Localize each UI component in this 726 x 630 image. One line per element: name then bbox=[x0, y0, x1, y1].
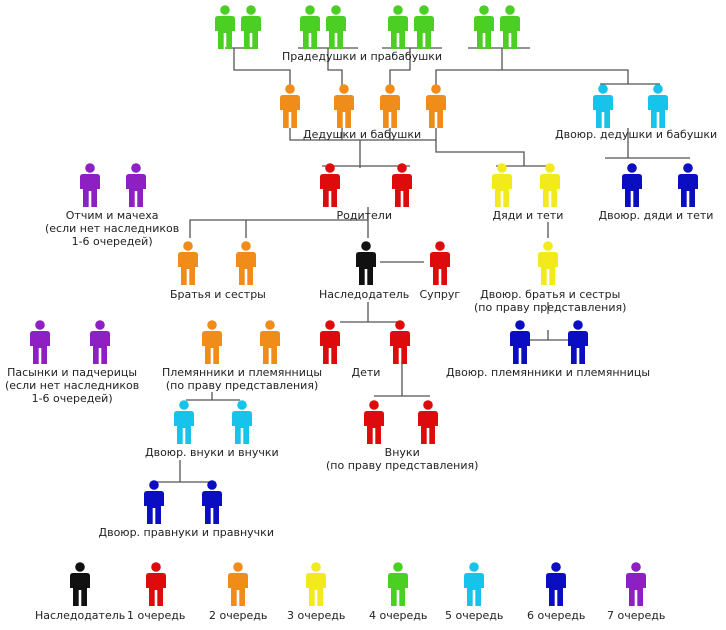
great-grandparent-icon bbox=[388, 5, 408, 49]
parent-icon bbox=[392, 163, 412, 207]
label-uncles-aunts: Дяди и тети bbox=[492, 209, 564, 222]
connector-gp-down bbox=[359, 140, 552, 168]
legend-label: Наследодатель bbox=[35, 609, 126, 622]
label-grandchildren: Внуки(по праву представления) bbox=[326, 446, 479, 472]
great-grandparent-icon bbox=[326, 5, 346, 49]
cousin-uncle-aunt-icon bbox=[678, 163, 698, 207]
uncle-aunt-icon bbox=[540, 163, 560, 207]
nephew-icon bbox=[260, 320, 280, 364]
stepchild-icon bbox=[90, 320, 110, 364]
cousin-grandparent-icon bbox=[648, 84, 668, 128]
grandchild-icon bbox=[364, 400, 384, 444]
label-siblings: Братья и сестры bbox=[170, 288, 266, 301]
grandnephew-icon bbox=[232, 400, 252, 444]
testator-icon bbox=[356, 241, 376, 285]
parent-icon bbox=[320, 163, 340, 207]
label-nephews: Племянники и племянницы(по праву предста… bbox=[162, 366, 323, 392]
nephew-icon bbox=[202, 320, 222, 364]
grandnephew-icon bbox=[174, 400, 194, 444]
label-great-grandnephews: Двоюр. правнуки и правнучки bbox=[98, 526, 274, 539]
connector-gp bbox=[289, 128, 437, 141]
connector-ggp-mid bbox=[327, 48, 343, 86]
legend-label: 7 очередь bbox=[607, 609, 666, 622]
legend-icon-order4 bbox=[388, 562, 408, 606]
stepparent-icon bbox=[126, 163, 146, 207]
legend-icon-order5 bbox=[464, 562, 484, 606]
uncle-aunt-icon bbox=[492, 163, 512, 207]
connector-grandchildren bbox=[374, 362, 430, 397]
label-parents: Родители bbox=[336, 209, 392, 222]
connector-children bbox=[340, 302, 398, 323]
legend-label: 2 очередь bbox=[209, 609, 268, 622]
connector-nephews bbox=[186, 392, 240, 401]
great-grandnephew-icon bbox=[202, 480, 222, 524]
legend-label: 1 очередь bbox=[127, 609, 186, 622]
label-testator: Наследодатель bbox=[319, 288, 410, 301]
label-grandparents: Дедушки и бабушки bbox=[303, 128, 422, 141]
great-grandparent-icon bbox=[300, 5, 320, 49]
legend-icon-order7 bbox=[626, 562, 646, 606]
label-great-grandparents: Прадедушки и прабабушки bbox=[282, 50, 443, 63]
sibling-icon bbox=[236, 241, 256, 285]
legend-icon-heir bbox=[70, 562, 90, 606]
great-grandparent-icon bbox=[474, 5, 494, 49]
label-spouse: Супруг bbox=[419, 288, 461, 301]
label-cousins: Двоюр. братья и сестры(по праву представ… bbox=[474, 288, 627, 314]
label-stepchildren: Пасынки и падчерицы(если нет наследников… bbox=[5, 366, 140, 405]
cousin-nephew-icon bbox=[510, 320, 530, 364]
stepchild-icon bbox=[30, 320, 50, 364]
cousin-nephew-icon bbox=[568, 320, 588, 364]
legend-label: 4 очередь bbox=[369, 609, 428, 622]
legend-label: 6 очередь bbox=[527, 609, 586, 622]
grandparent-icon bbox=[334, 84, 354, 128]
legend-icon-order3 bbox=[306, 562, 326, 606]
great-grandnephew-icon bbox=[144, 480, 164, 524]
grandparent-icon bbox=[280, 84, 300, 128]
legend-icon-order6 bbox=[546, 562, 566, 606]
cousin-icon bbox=[538, 241, 558, 285]
spouse-icon bbox=[430, 241, 450, 285]
child-icon bbox=[320, 320, 340, 364]
great-grandparent-icon bbox=[241, 5, 261, 49]
connector-ggp-right bbox=[435, 48, 660, 86]
label-cousin-grandparents: Двоюр. дедушки и бабушки bbox=[555, 128, 718, 141]
stepparent-icon bbox=[80, 163, 100, 207]
child-icon bbox=[390, 320, 410, 364]
legend-icon-order1 bbox=[146, 562, 166, 606]
great-grandparent-icon bbox=[215, 5, 235, 49]
great-grandparent-icon bbox=[414, 5, 434, 49]
label-cousin-uncles-aunts: Двоюр. дяди и тети bbox=[598, 209, 714, 222]
grandparent-icon bbox=[380, 84, 400, 128]
sibling-icon bbox=[178, 241, 198, 285]
connector-parents bbox=[189, 207, 369, 238]
legend-label: 5 очередь bbox=[445, 609, 504, 622]
label-cousin-nephews: Двоюр. племянники и племянницы bbox=[446, 366, 651, 379]
legend-icon-order2 bbox=[228, 562, 248, 606]
cousin-grandparent-icon bbox=[593, 84, 613, 128]
great-grandparent-icon bbox=[500, 5, 520, 49]
connector-ggp-left bbox=[233, 48, 291, 86]
connector-ggp-mid2 bbox=[389, 48, 411, 86]
grandchild-icon bbox=[418, 400, 438, 444]
grandparent-icon bbox=[426, 84, 446, 128]
connector-cousin-gp bbox=[605, 128, 690, 159]
cousin-uncle-aunt-icon bbox=[622, 163, 642, 207]
connector-grandnephews bbox=[156, 460, 210, 483]
legend-label: 3 очередь bbox=[287, 609, 346, 622]
label-children: Дети bbox=[351, 366, 381, 379]
label-grandnephews: Двоюр. внуки и внучки bbox=[145, 446, 279, 459]
